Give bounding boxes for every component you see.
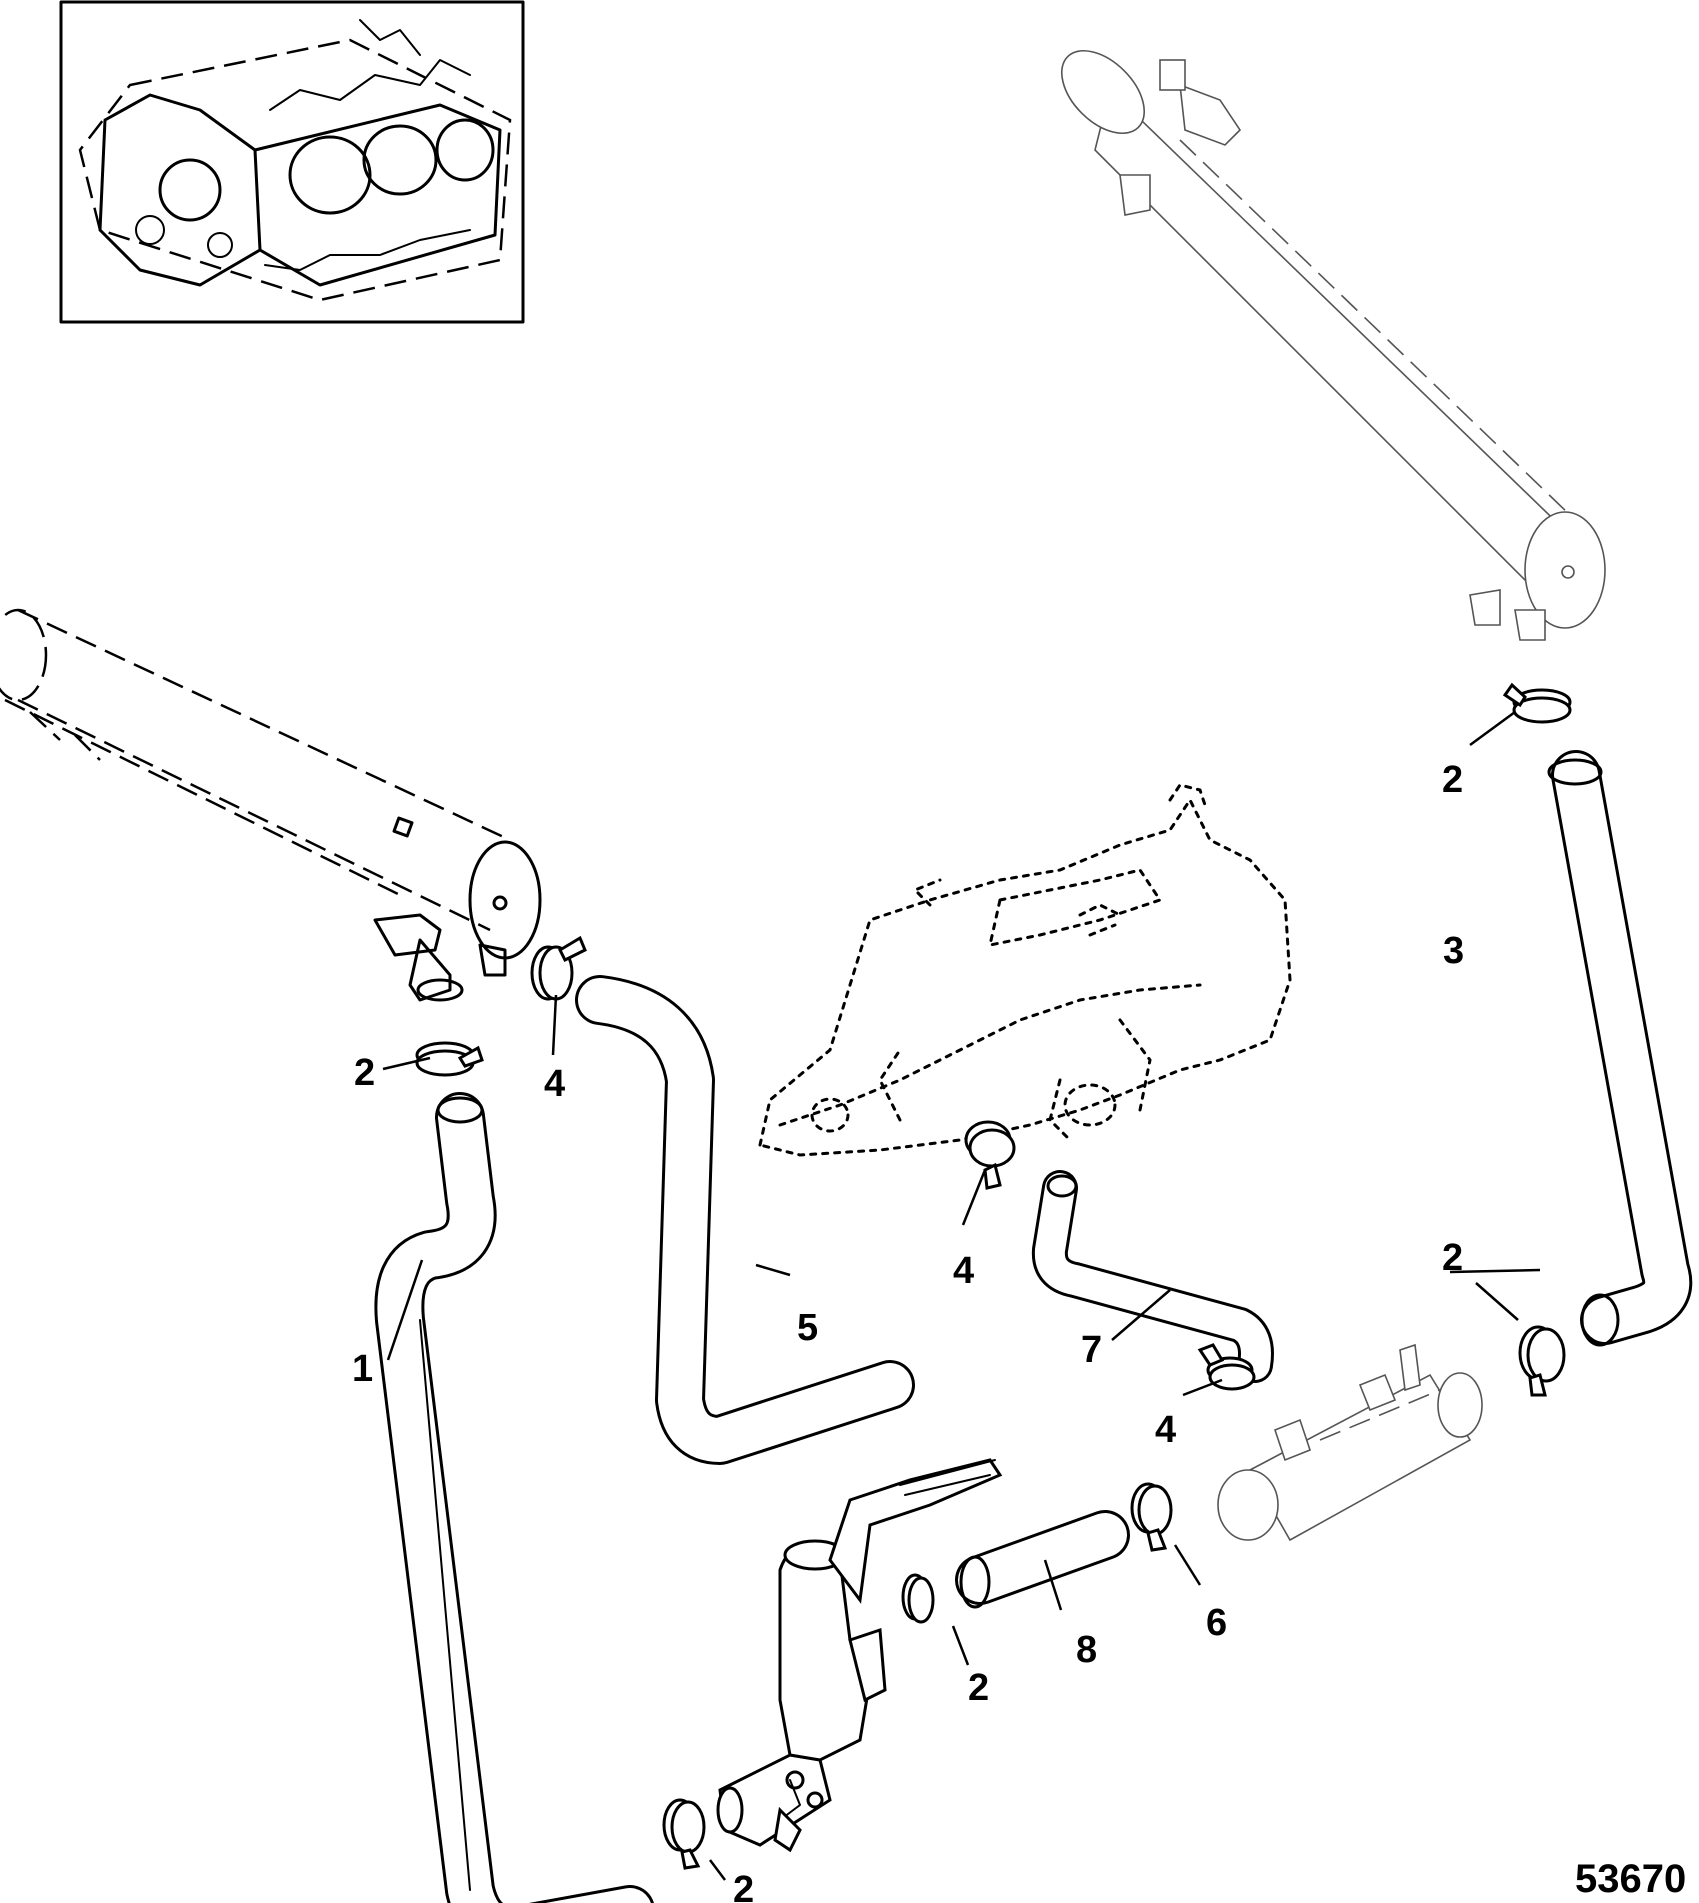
hose-clamp-icon [1130,1482,1173,1552]
hose-3 [1547,750,1693,1347]
engine-block-inset [59,0,525,324]
callout-4: 4 [1155,1409,1176,1451]
callout-2: 2 [733,1869,754,1903]
clamp-2d [662,1798,706,1870]
clamp-4a [530,935,587,1001]
thermostat-housing [716,1458,1003,1853]
clamp-2e [901,1573,935,1624]
clamp-2a [415,1041,484,1077]
callout-6: 6 [1206,1602,1227,1644]
clamp-4c [1197,1343,1256,1391]
fitting [1217,1343,1483,1542]
callout-2: 2 [1442,1237,1463,1279]
engine-block-icon [78,19,512,302]
exhaust-manifold [758,783,1292,1157]
hose-clamp-icon [1518,1325,1566,1397]
callout-5: 5 [797,1307,818,1349]
cooler-icon [0,608,542,1002]
hose-clamp-icon [1502,682,1572,724]
clamp-2c [1518,1325,1566,1397]
leader-lines [382,710,1541,1881]
clamp-4b [964,1120,1016,1190]
callout-7: 7 [1081,1329,1102,1371]
right-cooler [1060,49,1606,641]
callout-3: 3 [1443,930,1464,972]
hose-clamp-icon [1197,1343,1256,1391]
clamp-2b [1502,682,1572,724]
cooler-icon [1060,49,1606,641]
callout-2: 2 [1442,759,1463,801]
hose-clamp-icon [415,1041,484,1077]
hose-1 [374,1092,654,1903]
callout-2: 2 [354,1052,375,1094]
thermostat-housing-icon [716,1458,1003,1853]
hose-7 [1031,1170,1274,1383]
callout-1: 1 [352,1348,373,1390]
hose-5 [575,975,915,1465]
hose-clamp-icon [901,1573,935,1624]
callout-4: 4 [544,1063,565,1105]
figure-number: 53670 [1575,1857,1686,1901]
callout-2: 2 [968,1667,989,1709]
callout-8: 8 [1076,1629,1097,1671]
exhaust-manifold-icon [758,783,1292,1157]
hose-8 [955,1510,1130,1609]
hose-clamp-icon [964,1120,1016,1190]
hose-clamp-icon [662,1798,706,1870]
hose-clamp-icon [530,935,587,1001]
fitting-icon [1217,1343,1483,1542]
callout-4: 4 [953,1250,974,1292]
left-cooler [0,608,542,1002]
clamp-6 [1130,1482,1173,1552]
